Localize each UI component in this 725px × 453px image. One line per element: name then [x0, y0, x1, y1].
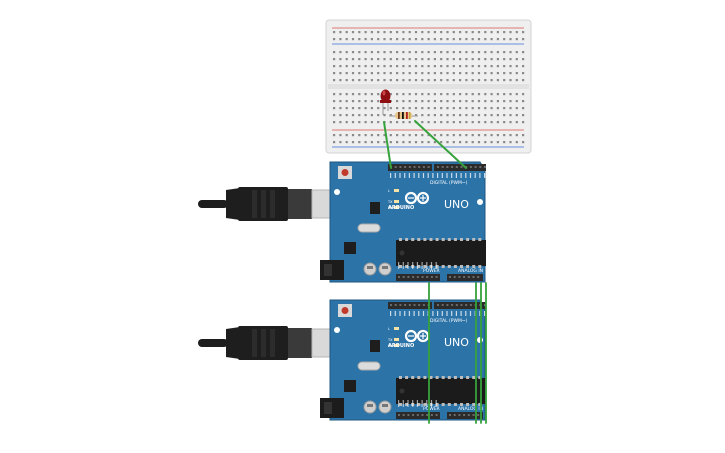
led-icon[interactable] [380, 89, 391, 116]
arduino-board-2[interactable]: DIGITAL (PWM~) ARDUINO UNO POWER ANALOG … [320, 299, 486, 421]
breadboard-holes[interactable] [333, 31, 525, 144]
wire-led-to-pin[interactable] [383, 121, 392, 169]
led-label-tx: TX [387, 338, 393, 342]
led-label-rx: RX [388, 206, 393, 210]
analog-label: ANALOG IN [458, 406, 483, 412]
arduino-logo-icon [404, 191, 430, 205]
arduino-board-1[interactable]: DIGITAL (PWM~) ARDUINO UNO POWER ANALOG … [320, 161, 486, 283]
analog-label: ANALOG IN [458, 268, 483, 274]
brand-label: ARDUINO [388, 205, 414, 211]
breadboard[interactable] [325, 19, 532, 154]
digital-label: DIGITAL (PWM~) [430, 318, 468, 324]
resistor-icon[interactable] [389, 112, 418, 119]
led-label-rx: RX [388, 344, 393, 348]
wires[interactable] [383, 120, 487, 424]
digital-header[interactable] [388, 302, 486, 309]
usb-cable-icon[interactable] [198, 326, 353, 360]
wire-resistor-to-pin[interactable] [414, 120, 467, 169]
power-analog-header[interactable] [396, 274, 483, 281]
power-label: POWER [423, 406, 440, 412]
led-label-l: L [388, 189, 390, 193]
led-label-tx: TX [387, 200, 393, 204]
arduino-logo-icon [404, 329, 430, 343]
model-label: UNO [444, 198, 469, 211]
digital-header[interactable] [388, 164, 486, 171]
brand-label: ARDUINO [388, 343, 414, 349]
digital-label: DIGITAL (PWM~) [430, 180, 468, 186]
power-analog-header[interactable] [396, 412, 483, 419]
led-label-l: L [388, 327, 390, 331]
usb-cable-icon[interactable] [198, 187, 353, 221]
power-label: POWER [423, 268, 440, 274]
model-label: UNO [444, 336, 469, 349]
